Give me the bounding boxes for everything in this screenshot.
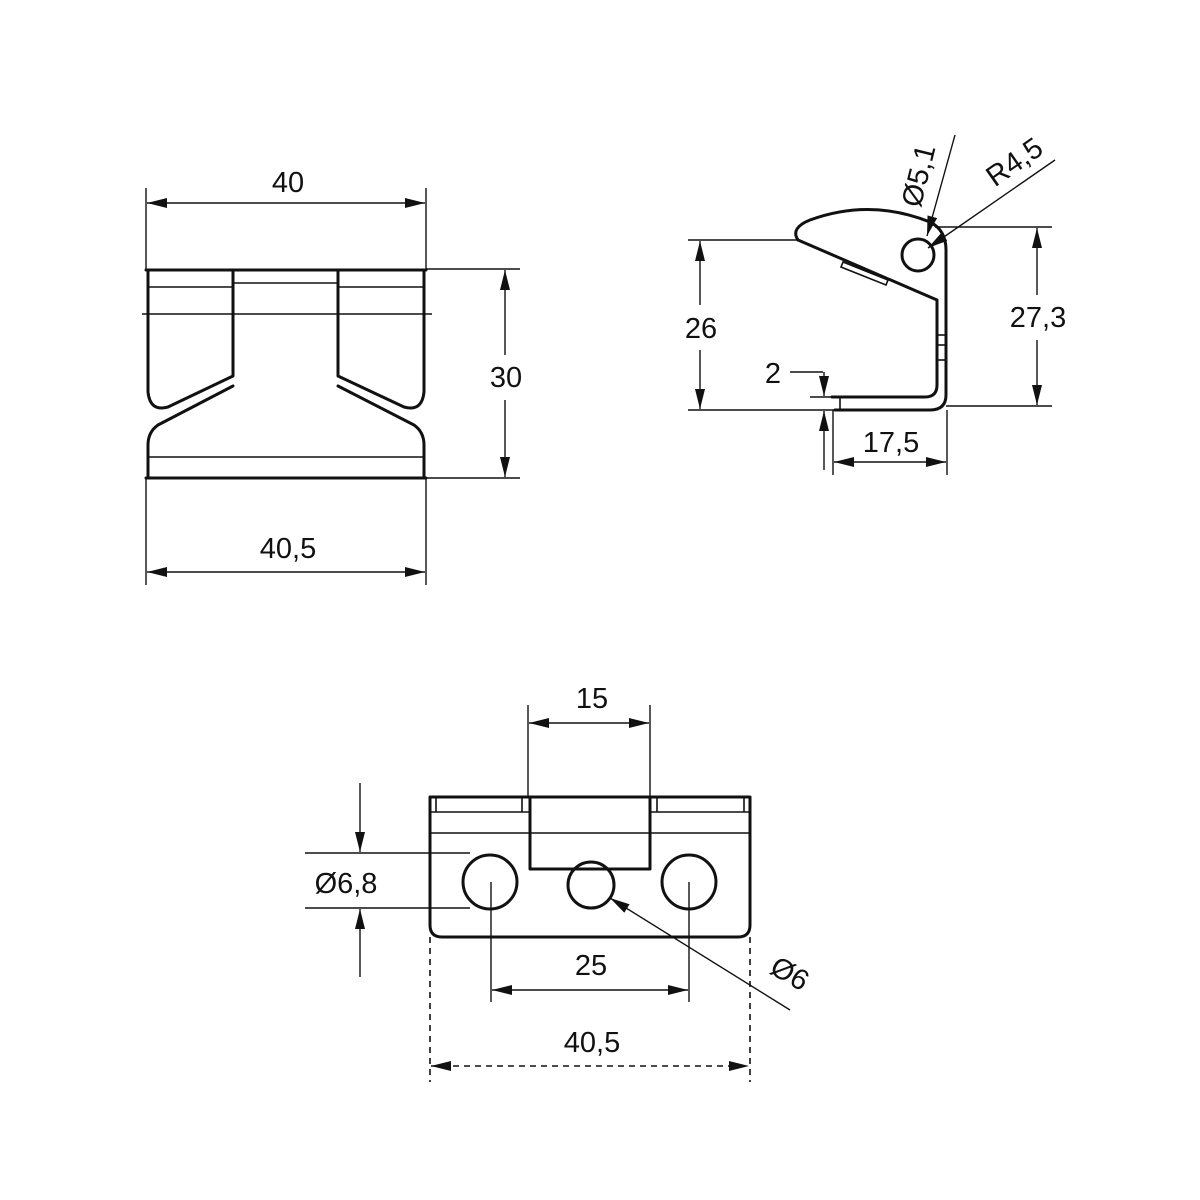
dimension-base-length: 17,5	[832, 410, 948, 475]
dim-label-2: 2	[765, 358, 781, 390]
mounting-hole-left	[461, 853, 519, 911]
pivot-hole	[900, 237, 936, 273]
dimension-outer-hole-diameter: Ø6,8	[305, 783, 470, 977]
front-view: 40 30 40,5	[142, 167, 522, 585]
dim-label-diameter-6: Ø6	[765, 951, 815, 998]
dimension-height-right: 27,3	[935, 226, 1066, 407]
side-view-outline	[794, 208, 948, 412]
hinge-tab	[528, 795, 652, 871]
side-view: Ø5,1 R4,5 26 27,3 2	[685, 132, 1066, 475]
dimension-height-left: 26	[685, 239, 835, 411]
dim-label-40-5: 40,5	[260, 533, 316, 565]
dimension-total-width: 40,5	[429, 937, 751, 1082]
dim-label-diameter-6-8: Ø6,8	[315, 868, 378, 900]
dimension-thickness: 2	[765, 358, 835, 470]
dimension-top-width: 40	[145, 167, 427, 270]
dim-label-15: 15	[576, 683, 608, 715]
dim-label-diameter-5-1: Ø5,1	[896, 141, 942, 210]
dim-label-r4-5: R4,5	[981, 132, 1050, 193]
dimension-radius: R4,5	[927, 132, 1056, 249]
dim-label-40: 40	[272, 167, 304, 199]
dim-label-27-3: 27,3	[1010, 302, 1066, 334]
bottom-view: 15 Ø6,8 25 Ø6 40,5	[305, 683, 814, 1082]
dimension-hole-spacing: 25	[490, 882, 690, 1002]
dimension-height: 30	[426, 268, 522, 479]
dim-label-17-5: 17,5	[863, 427, 919, 459]
dimension-center-hole-diameter: Ø6	[609, 897, 815, 1011]
bottom-view-outline	[428, 795, 752, 939]
dim-label-25: 25	[575, 950, 607, 982]
center-hole	[566, 860, 616, 910]
dimension-bottom-width: 40,5	[145, 478, 427, 585]
dim-label-26: 26	[685, 313, 717, 345]
front-view-outline	[142, 268, 432, 480]
dim-label-40-5-bottom: 40,5	[564, 1027, 620, 1059]
dim-label-30: 30	[490, 362, 522, 394]
dimension-tab-width: 15	[527, 683, 651, 797]
